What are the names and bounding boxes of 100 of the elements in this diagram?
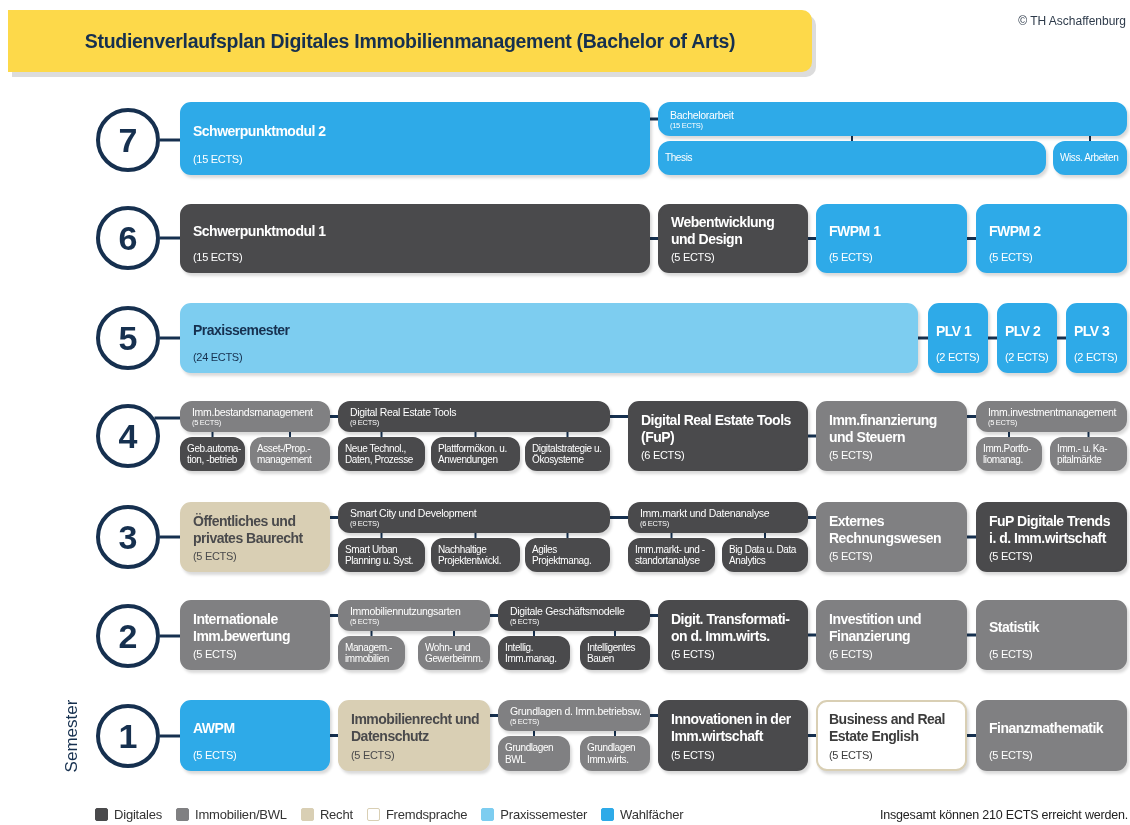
- module-title: FWPM 2: [989, 221, 1042, 241]
- module-box: [180, 204, 650, 273]
- connector-line: [610, 516, 628, 519]
- submodule-title: Neue Technol., Daten, Prozesse: [345, 442, 414, 466]
- module-title: Imm.investmentmanagement: [988, 406, 1115, 418]
- submodule-box: [976, 437, 1042, 471]
- connector-line: [1089, 135, 1091, 142]
- connector-line: [330, 516, 338, 519]
- module-title: Externes Rechnungswesen: [829, 511, 943, 548]
- ects-label: (2 ECTS): [1005, 351, 1050, 364]
- module-title: Immobilienrecht und Datenschutz: [351, 710, 481, 746]
- module-title: Praxissemester: [193, 321, 291, 340]
- legend-label: Immobilien/BWL: [195, 807, 287, 822]
- module-title: Schwerpunktmodul 2: [193, 121, 327, 141]
- semester-circle: 7: [96, 108, 160, 172]
- connector-line: [614, 730, 616, 737]
- module-title: Digital Real Estate Tools (FuP): [641, 410, 792, 447]
- module-box: [816, 401, 967, 471]
- module-title: FWPM 1: [829, 221, 882, 241]
- connector-line: [808, 434, 816, 438]
- connector-line: [610, 415, 628, 418]
- connector-line: [967, 633, 976, 637]
- module-title: Imm.markt und Datenanalyse: [640, 507, 771, 519]
- submodule-title: Intellig. Imm.manag.: [505, 641, 558, 665]
- submodule-title: Grundlagen BWL: [505, 742, 555, 765]
- ects-label: (5 ECTS): [829, 449, 874, 462]
- module-title: PLV 2: [1005, 321, 1042, 341]
- module-title: AWPM: [193, 718, 236, 738]
- legend-label: Digitales: [114, 807, 163, 822]
- module-box: [976, 204, 1127, 273]
- connector-line: [1008, 431, 1010, 438]
- submodule-box: [338, 437, 425, 471]
- legend-label: Praxissemester: [500, 807, 588, 822]
- connector-line: [650, 237, 658, 240]
- submodule-box: [338, 636, 405, 670]
- module-box: [976, 502, 1127, 572]
- ects-label: (5 ECTS): [989, 648, 1034, 661]
- submodule-box: [580, 736, 650, 771]
- module-title: Statistik: [989, 618, 1041, 637]
- ects-label: (5 ECTS): [829, 648, 874, 661]
- module-title: Business and Real Estate English: [829, 710, 946, 746]
- submodule-title: Big Data u. Data Analytics: [729, 543, 798, 567]
- submodule-box: [1050, 437, 1127, 471]
- module-title: FuP Digitale Trends i. d. Imm.wirtschaft: [989, 511, 1111, 548]
- submodule-box: [431, 437, 520, 471]
- connector-line: [1057, 336, 1066, 340]
- module-title: Finanzmathematik: [989, 718, 1105, 738]
- module-title: Investition und Finanzierung: [829, 609, 923, 646]
- submodule-title: Smart Urban Planning u. Syst.: [345, 543, 415, 567]
- submodule-title: Managem.- immobilien: [345, 641, 393, 665]
- copyright-note: © TH Aschaffenburg: [1018, 14, 1126, 28]
- connector-line: [918, 336, 928, 340]
- connector-line: [160, 236, 180, 240]
- ects-label: (5 ECTS): [671, 251, 716, 264]
- module-group-box: [976, 401, 1127, 432]
- module-box: [658, 204, 808, 273]
- submodule-title: Plattformökon. u. Anwendungen: [438, 442, 508, 466]
- connector-line: [670, 532, 673, 539]
- module-title: Immobiliennutzungsarten: [350, 605, 462, 617]
- connector-line: [160, 138, 180, 142]
- module-title: Imm.finanzierung und Steuern: [829, 410, 938, 447]
- ects-label: (5 ECTS): [829, 550, 874, 563]
- submodule-title: Imm.Portfo- liomanag.: [983, 442, 1032, 466]
- connector-line: [967, 237, 976, 240]
- module-box: [180, 700, 330, 771]
- ects-label: (2 ECTS): [936, 351, 981, 364]
- submodule-title: Agiles Projektmanag.: [532, 543, 593, 567]
- submodule-title: Thesis: [665, 152, 694, 164]
- submodule-box: [498, 736, 570, 771]
- connector-line: [967, 734, 976, 737]
- connector-line: [566, 532, 569, 539]
- connector-line: [764, 532, 766, 539]
- connector-line: [380, 431, 383, 438]
- connector-line: [614, 630, 616, 637]
- ects-label: (5 ECTS): [193, 648, 238, 661]
- submodule-title: Nachhaltige Projektentwickl.: [438, 543, 503, 567]
- submodule-box: [431, 538, 520, 572]
- connector-line: [851, 135, 853, 142]
- module-title: Digitale Geschäftsmodelle: [510, 605, 626, 617]
- connector-line: [490, 714, 498, 717]
- ects-label: (24 ECTS): [193, 351, 244, 364]
- ects-label: (5 ECTS): [989, 251, 1034, 264]
- connector-line: [650, 614, 658, 617]
- ects-label: (6 ECTS): [641, 449, 686, 462]
- module-title: PLV 3: [1074, 321, 1111, 341]
- connector-line: [211, 431, 214, 438]
- module-title: Smart City und Development: [350, 507, 478, 519]
- legend-label: Wahlfächer: [620, 807, 684, 822]
- module-title: Imm.bestandsmanagement: [192, 406, 314, 418]
- legend-label: Fremdsprache: [385, 807, 468, 822]
- connector-line: [160, 634, 180, 638]
- module-box: [1066, 303, 1127, 373]
- connector-line: [650, 714, 658, 717]
- module-title: Digital Real Estate Tools: [350, 406, 458, 418]
- ects-label: (5 ECTS): [193, 550, 238, 563]
- submodule-box: [580, 636, 650, 670]
- connector-line: [490, 614, 498, 617]
- connector-line: [808, 633, 816, 637]
- submodule-box: [658, 141, 1046, 175]
- ects-label: (5 ECTS): [671, 648, 716, 661]
